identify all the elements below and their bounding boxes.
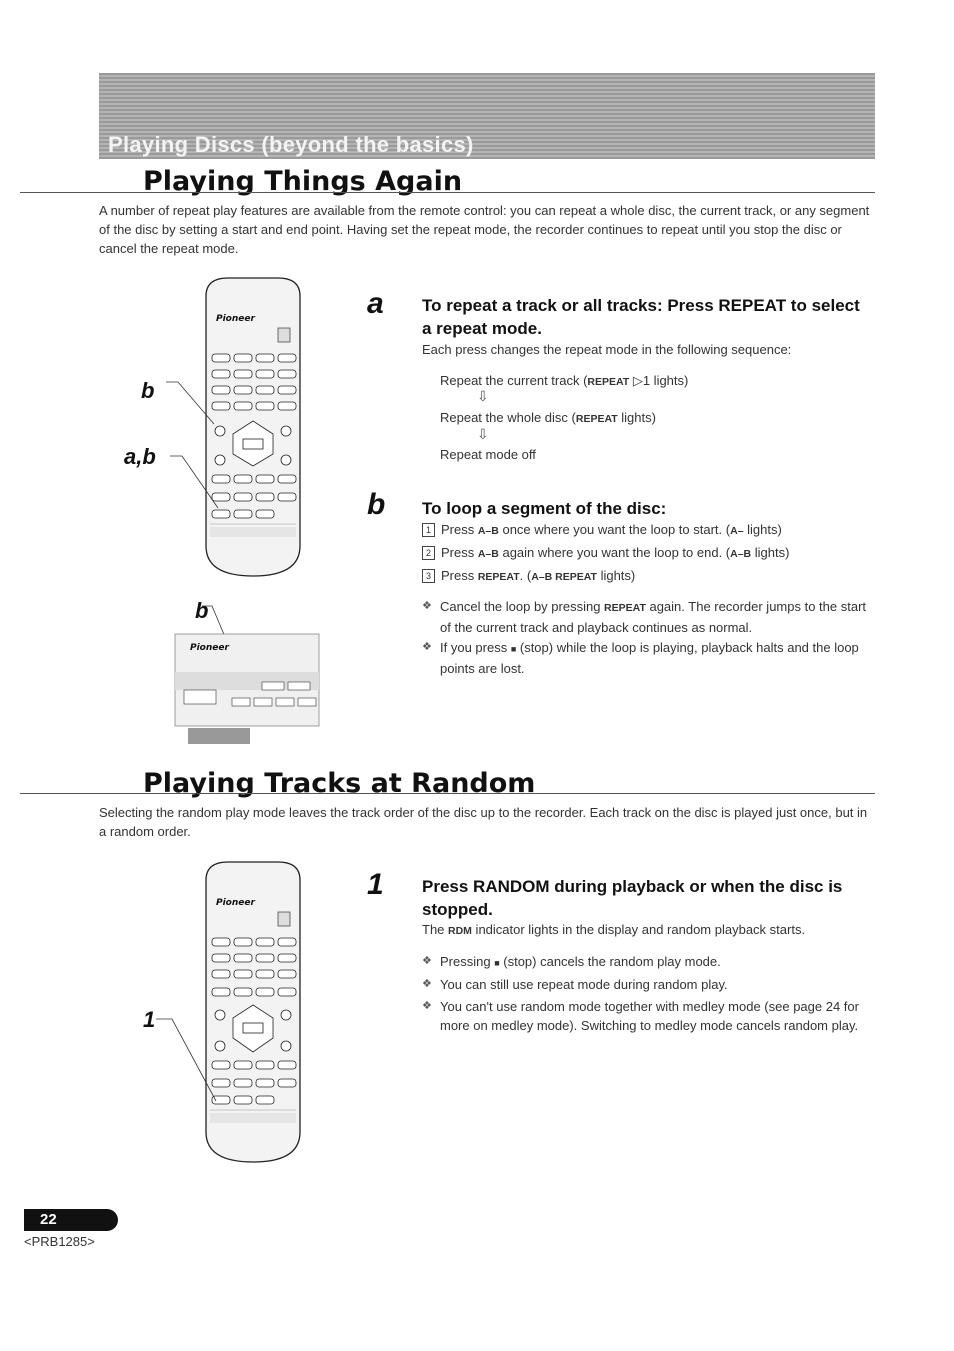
banner-title: Playing Discs (beyond the basics) bbox=[108, 132, 474, 157]
bullet-icon: ❖ bbox=[422, 641, 432, 653]
bullet-icon: ❖ bbox=[422, 600, 432, 612]
step-letter-a: a bbox=[367, 287, 384, 320]
page-number: 22 bbox=[24, 1209, 118, 1231]
loop-note-cancel: ❖Cancel the loop by pressing REPEAT agai… bbox=[422, 599, 867, 635]
title-rule bbox=[20, 192, 875, 193]
callout-ab: a,b bbox=[124, 444, 156, 469]
section-title-random: Playing Tracks at Random bbox=[143, 768, 536, 799]
random-note-medley: ❖You can't use random mode together with… bbox=[422, 999, 859, 1033]
title-rule bbox=[20, 793, 875, 794]
sequence-item-off: Repeat mode off bbox=[440, 447, 536, 462]
remote-control-illustration-2: Pioneer bbox=[205, 861, 301, 1163]
step-a-desc: Each press changes the repeat mode in th… bbox=[422, 342, 792, 357]
sequence-item-track: Repeat the current track (REPEAT ▷1 ligh… bbox=[440, 373, 689, 388]
step-1-desc: The RDM indicator lights in the display … bbox=[422, 922, 806, 937]
callout-1: 1 bbox=[143, 1007, 156, 1032]
stop-icon: ■ bbox=[510, 644, 517, 654]
step-a-heading: To repeat a track or all tracks: Press R… bbox=[422, 296, 860, 338]
sequence-arrow-2: ⇩ bbox=[477, 426, 489, 442]
callout-b-panel: b bbox=[195, 598, 209, 623]
pioneer-logo: Pioneer bbox=[216, 898, 255, 908]
callout-b: b bbox=[141, 378, 155, 403]
random-note-repeat: ❖You can still use repeat mode during ra… bbox=[422, 977, 728, 992]
callout-leaders bbox=[166, 381, 219, 509]
intro-repeat: A number of repeat play features are ava… bbox=[99, 203, 870, 256]
loop-note-stop: ❖If you press ■ (stop) while the loop is… bbox=[422, 640, 859, 676]
bullet-icon: ❖ bbox=[422, 955, 432, 967]
step-letter-b: b bbox=[367, 488, 386, 521]
section-banner bbox=[99, 73, 875, 159]
document-code: <PRB1285> bbox=[24, 1234, 95, 1249]
remote-control-illustration: Pioneer bbox=[205, 277, 301, 577]
panel-logo: Pioneer bbox=[190, 643, 229, 653]
pioneer-logo: Pioneer bbox=[216, 314, 255, 324]
step-1-heading: Press RANDOM during playback or when the… bbox=[422, 877, 843, 919]
sequence-item-disc: Repeat the whole disc (REPEAT lights) bbox=[440, 410, 656, 425]
random-note-stop: ❖Pressing ■ (stop) cancels the random pl… bbox=[422, 954, 721, 969]
intro-random: Selecting the random play mode leaves th… bbox=[99, 805, 868, 839]
callout-leader-1 bbox=[156, 1018, 217, 1102]
section-title-repeat: Playing Things Again bbox=[143, 166, 463, 197]
sequence-arrow-1: ⇩ bbox=[477, 388, 489, 404]
bullet-icon: ❖ bbox=[422, 978, 432, 990]
stop-icon: ■ bbox=[494, 958, 500, 968]
step-number-1: 1 bbox=[367, 868, 384, 901]
recorder-front-panel-illustration: Pioneer bbox=[174, 605, 320, 744]
step-b-heading: To loop a segment of the disc: bbox=[422, 499, 667, 518]
bullet-icon: ❖ bbox=[422, 1000, 432, 1012]
